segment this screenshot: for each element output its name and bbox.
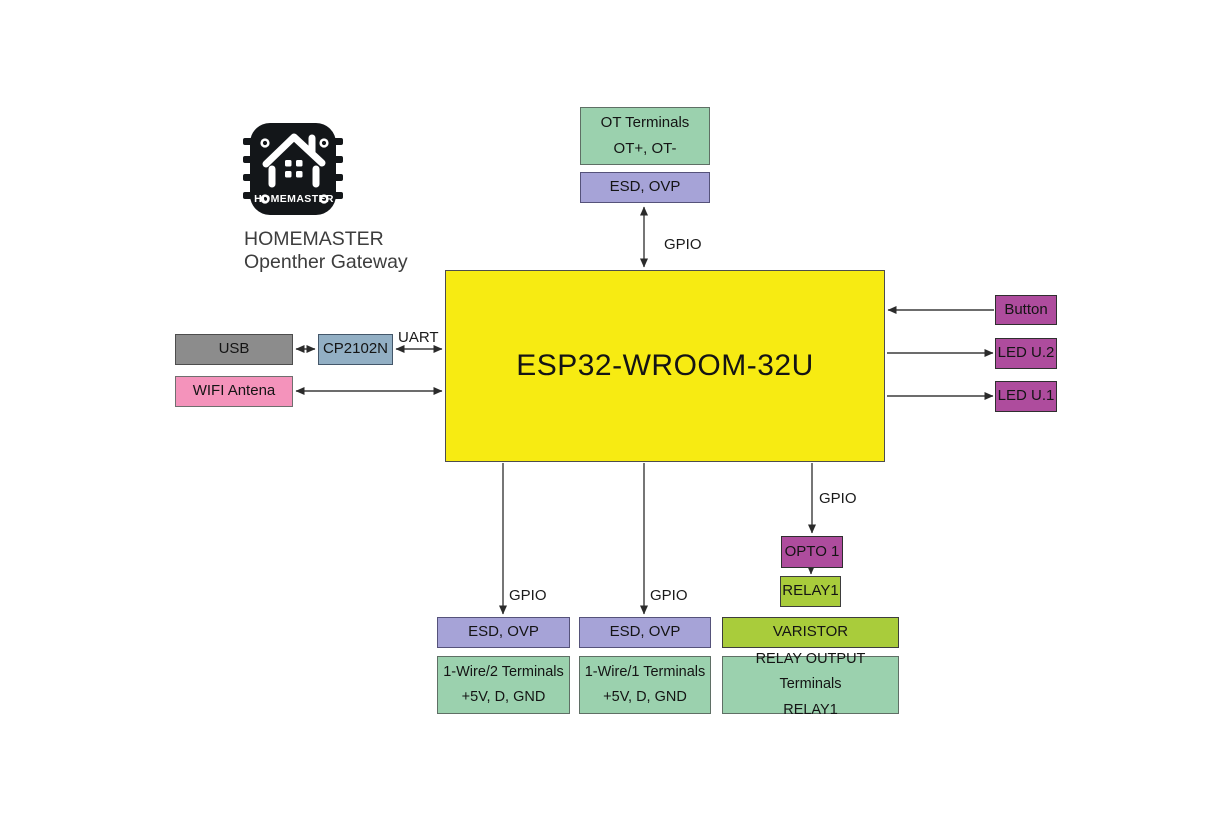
wifi-antena-label: WIFI Antena <box>192 382 276 400</box>
cp2102n-block: CP2102N <box>318 334 393 365</box>
ot-terminals-line2: OT+, OT- <box>613 140 677 157</box>
esp32-label: ESP32-WROOM-32U <box>516 349 814 382</box>
button-label: Button <box>1004 300 1048 318</box>
logo-text: HOMEMASTER <box>254 193 334 205</box>
ot-terminals-block: OT Terminals OT+, OT- <box>580 107 710 165</box>
led-u2-block: LED U.2 <box>995 338 1057 369</box>
uart-label: UART <box>398 329 439 346</box>
gpio-label-1wire2: GPIO <box>509 587 547 604</box>
led-u1-label: LED U.1 <box>997 387 1055 405</box>
onewire2-line2: +5V, D, GND <box>461 689 546 705</box>
ot-terminals-line1: OT Terminals <box>600 113 690 131</box>
gpio-label-1wire1: GPIO <box>650 587 688 604</box>
relay1-label: RELAY1 <box>782 582 839 600</box>
led-u2-label: LED U.2 <box>997 344 1055 362</box>
brand-title-line2: Openther Gateway <box>244 251 408 273</box>
cp2102n-label: CP2102N <box>322 340 389 358</box>
opto1-block: OPTO 1 <box>781 536 843 568</box>
gpio-label-relay: GPIO <box>819 490 857 507</box>
esd-ovp-1wire1-label: ESD, OVP <box>609 623 681 641</box>
esd-ovp-1wire2-block: ESD, OVP <box>437 617 570 648</box>
esd-ovp-1wire1-block: ESD, OVP <box>579 617 711 648</box>
relay1-block: RELAY1 <box>780 576 841 607</box>
esd-ovp-1wire2-label: ESD, OVP <box>468 623 539 641</box>
esd-ovp-top-label: ESD, OVP <box>609 178 681 196</box>
onewire2-terminals-block: 1-Wire/2 Terminals +5V, D, GND <box>437 656 570 714</box>
wifi-antena-block: WIFI Antena <box>175 376 293 407</box>
homemaster-logo-icon: HOMEMASTER <box>243 123 343 215</box>
led-u1-block: LED U.1 <box>995 381 1057 412</box>
opto1-label: OPTO 1 <box>784 542 840 560</box>
usb-label: USB <box>218 340 250 358</box>
brand-title: HOMEMASTER Openther Gateway <box>244 228 408 274</box>
brand-title-line1: HOMEMASTER <box>244 228 384 250</box>
varistor-block: VARISTOR <box>722 617 899 648</box>
usb-block: USB <box>175 334 293 365</box>
onewire1-line1: 1-Wire/1 Terminals <box>584 663 706 680</box>
gpio-label-top: GPIO <box>664 236 702 253</box>
onewire2-line1: 1-Wire/2 Terminals <box>443 663 564 680</box>
relay-output-line2: RELAY1 <box>783 701 838 718</box>
house-icon <box>262 133 326 188</box>
onewire1-line2: +5V, D, GND <box>603 689 687 705</box>
onewire1-terminals-block: 1-Wire/1 Terminals +5V, D, GND <box>579 656 711 714</box>
esd-ovp-top-block: ESD, OVP <box>580 172 710 203</box>
esp32-block: ESP32-WROOM-32U <box>445 270 885 462</box>
relay-output-terminals-block: RELAY OUTPUT Terminals RELAY1 <box>722 651 899 718</box>
relay-output-line1: RELAY OUTPUT Terminals <box>755 650 866 693</box>
varistor-label: VARISTOR <box>772 623 849 641</box>
button-block: Button <box>995 295 1057 325</box>
